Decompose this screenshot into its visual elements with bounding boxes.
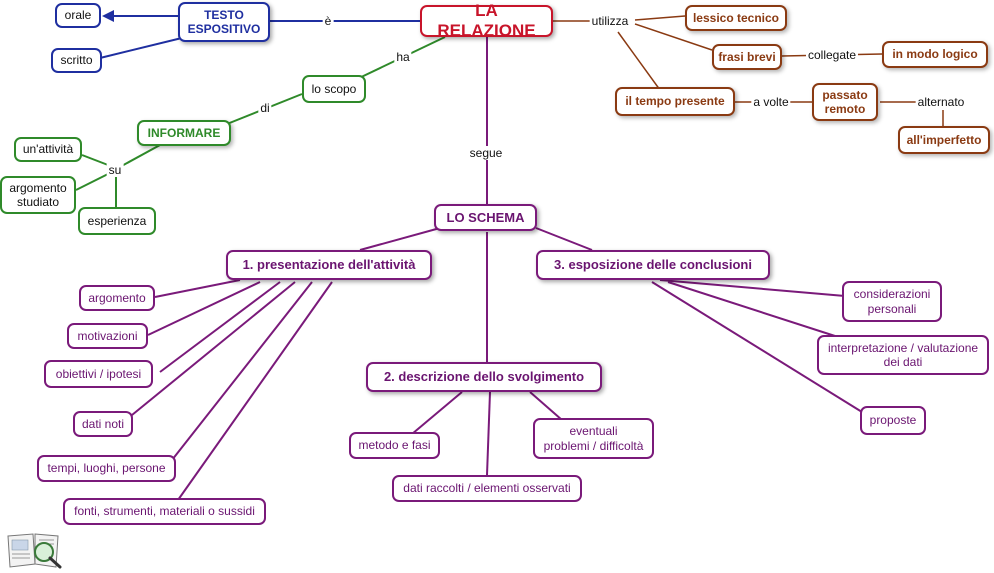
node-esperienza[interactable]: esperienza xyxy=(78,207,156,235)
node-passato-remoto[interactable]: passato remoto xyxy=(812,83,878,121)
node-dati-raccolti[interactable]: dati raccolti / elementi osservati xyxy=(392,475,582,502)
link-schema-presentazione xyxy=(359,227,441,251)
link-utilizza-frasi xyxy=(634,23,713,51)
link-label-su: su xyxy=(106,163,124,177)
node-argomento-studiato[interactable]: argomento studiato xyxy=(0,176,76,214)
link-pres-obiettivi xyxy=(159,281,281,373)
node-lo-schema[interactable]: LO SCHEMA xyxy=(434,204,537,231)
node-in-modo-logico[interactable]: in modo logico xyxy=(882,41,988,68)
arrow-head-orale xyxy=(102,10,114,22)
link-label-collegate: collegate xyxy=(805,48,859,62)
node-motivazioni[interactable]: motivazioni xyxy=(67,323,148,349)
node-presentazione-attivita[interactable]: 1. presentazione dell'attività xyxy=(226,250,432,280)
node-lo-scopo[interactable]: lo scopo xyxy=(302,75,366,103)
link-espo-considerazioni xyxy=(659,279,846,297)
link-label-segue: segue xyxy=(467,146,505,160)
node-descrizione-svolgimento[interactable]: 2. descrizione dello svolgimento xyxy=(366,362,602,392)
node-orale[interactable]: orale xyxy=(55,3,101,28)
link-desc-dati-raccolti xyxy=(486,391,491,476)
link-espo-interpretazione xyxy=(667,281,836,337)
node-il-tempo-presente[interactable]: il tempo presente xyxy=(615,87,735,116)
node-la-relazione[interactable]: LA RELAZIONE xyxy=(420,1,553,40)
node-informare[interactable]: INFORMARE xyxy=(137,120,231,146)
link-pres-argomento xyxy=(154,279,241,298)
link-informare-su xyxy=(117,144,161,169)
link-utilizza-lessico xyxy=(634,15,686,21)
node-obiettivi-ipotesi[interactable]: obiettivi / ipotesi xyxy=(44,360,153,388)
link-schema-esposizione xyxy=(535,227,593,251)
node-un-attivita[interactable]: un'attività xyxy=(14,137,82,162)
node-frasi-brevi[interactable]: frasi brevi xyxy=(712,44,782,70)
link-pres-motivazioni xyxy=(147,281,261,336)
node-esposizione-conclusioni[interactable]: 3. esposizione delle conclusioni xyxy=(536,250,770,280)
link-label-di: di xyxy=(258,101,272,115)
node-dati-noti[interactable]: dati noti xyxy=(73,411,133,437)
node-scritto[interactable]: scritto xyxy=(51,48,102,73)
node-lessico-tecnico[interactable]: lessico tecnico xyxy=(685,5,787,31)
node-eventuali-problemi[interactable]: eventuali problemi / difficoltà xyxy=(533,418,654,459)
link-desc-eventuali xyxy=(529,391,563,421)
node-fonti-strumenti[interactable]: fonti, strumenti, materiali o sussidi xyxy=(63,498,266,525)
node-considerazioni-personali[interactable]: considerazioni personali xyxy=(842,281,942,322)
link-label-ha: ha xyxy=(394,50,412,64)
node-all-imperfetto[interactable]: all'imperfetto xyxy=(898,126,990,154)
book-magnifier-icon xyxy=(7,533,62,569)
node-tempi-luoghi-persone[interactable]: tempi, luoghi, persone xyxy=(37,455,176,482)
link-desc-metodo xyxy=(411,391,463,435)
node-metodo-e-fasi[interactable]: metodo e fasi xyxy=(349,432,440,459)
link-pres-dati-noti xyxy=(131,281,296,416)
link-su-argomento xyxy=(75,173,109,191)
link-utilizza-tempo xyxy=(617,31,661,91)
link-label-e: è xyxy=(322,14,334,28)
link-su-attivita xyxy=(81,154,109,166)
link-label-utilizza: utilizza xyxy=(589,14,631,28)
node-interpretazione-valutazione[interactable]: interpretazione / valutazione dei dati xyxy=(817,335,989,375)
link-label-alternato: alternato xyxy=(915,95,967,109)
link-pres-fonti xyxy=(177,281,333,501)
link-label-a-volte: a volte xyxy=(751,95,791,109)
link-espo-proposte xyxy=(651,281,863,413)
node-argomento[interactable]: argomento xyxy=(79,285,155,311)
link-testo-scritto xyxy=(99,35,191,59)
link-pres-tempi xyxy=(171,281,313,461)
node-testo-espositivo[interactable]: TESTO ESPOSITIVO xyxy=(178,2,270,42)
node-proposte[interactable]: proposte xyxy=(860,406,926,435)
